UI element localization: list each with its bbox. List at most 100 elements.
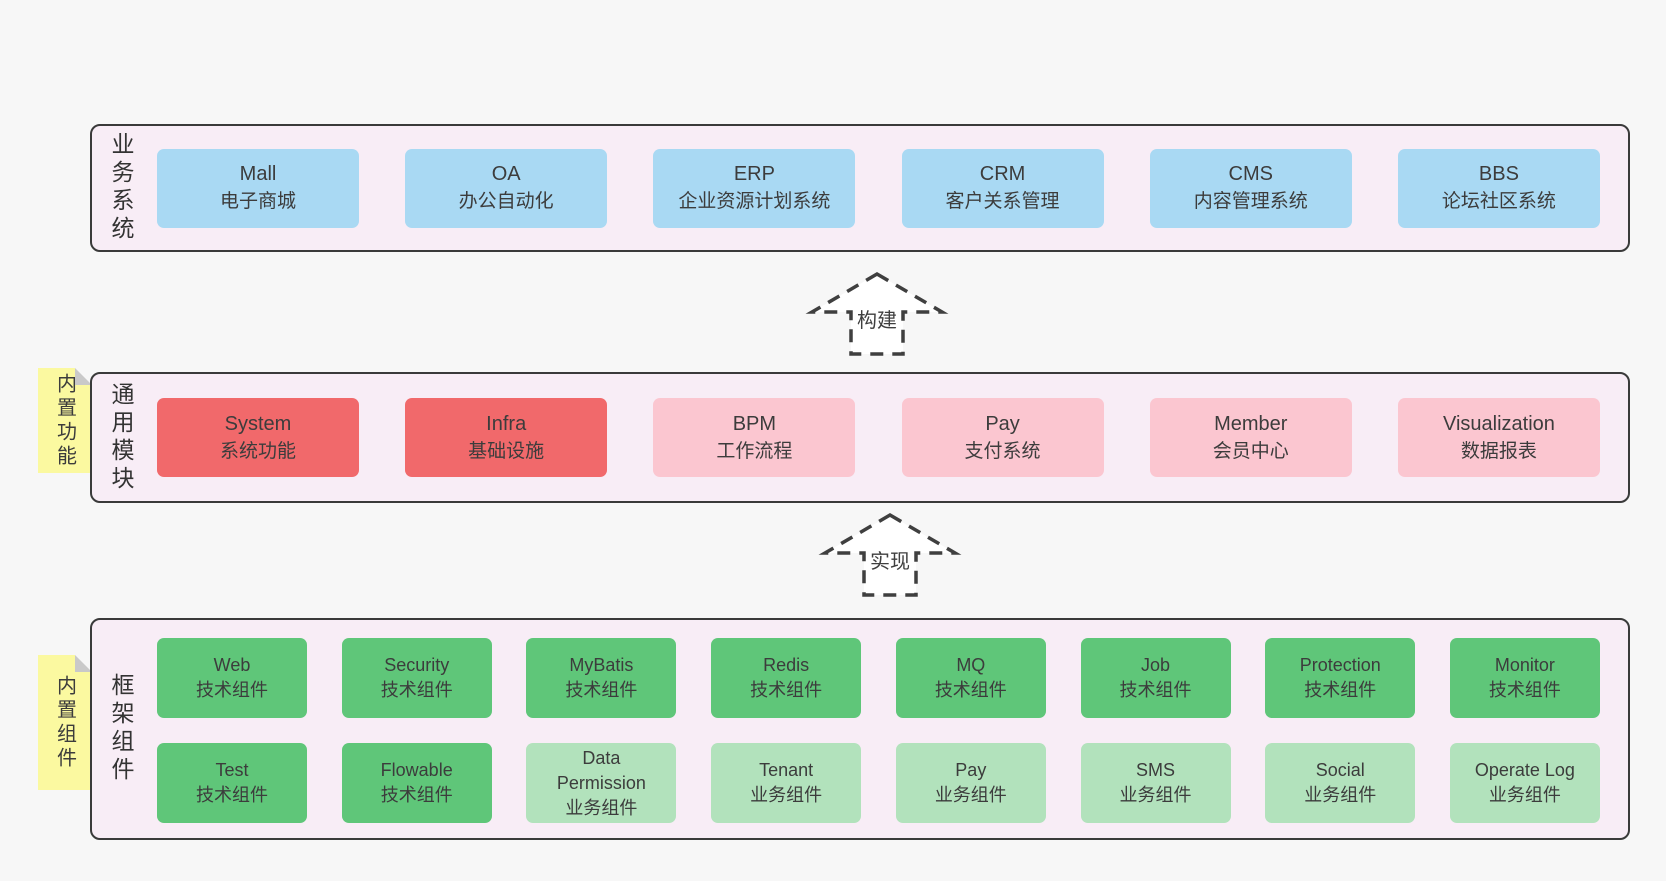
node-test: Test 技术组件: [157, 743, 307, 823]
node-desc: 技术组件: [565, 680, 638, 700]
node-desc: 技术组件: [380, 680, 453, 700]
node-desc: 技术组件: [934, 680, 1007, 700]
node-name: Data Permission: [556, 747, 646, 793]
node-cms: CMS 内容管理系统: [1149, 148, 1352, 228]
node-monitor: Monitor 技术组件: [1449, 638, 1600, 718]
node-social: Social 业务组件: [1265, 743, 1416, 823]
node-desc: 业务组件: [1119, 785, 1192, 805]
band-framework-row1: Web 技术组件 Security 技术组件 MyBatis 技术组件 Redi…: [157, 638, 1600, 718]
node-name: MQ: [956, 655, 986, 675]
node-desc: 业务组件: [1488, 785, 1561, 805]
node-desc: 论坛社区系统: [1441, 191, 1556, 212]
band-business-label: 业务系统: [100, 126, 142, 250]
node-name: Test: [215, 760, 249, 780]
node-pay: Pay 支付系统: [901, 398, 1104, 477]
node-erp: ERP 企业资源计划系统: [653, 148, 856, 228]
node-name: BBS: [1478, 163, 1519, 185]
node-mq: MQ 技术组件: [895, 638, 1046, 718]
node-name: System: [224, 412, 292, 435]
node-name: Pay: [955, 760, 987, 780]
band-framework-row2: Test 技术组件 Flowable 技术组件 Data Permission …: [157, 743, 1600, 823]
node-desc: 技术组件: [1488, 680, 1561, 700]
node-data-permission: Data Permission 业务组件: [526, 743, 677, 823]
node-name: CMS: [1228, 163, 1273, 185]
node-name: Member: [1214, 412, 1288, 435]
node-name: Web: [213, 655, 251, 675]
node-name: Mall: [239, 163, 277, 185]
node-desc: 企业资源计划系统: [678, 191, 831, 212]
node-infra: Infra 基础设施: [405, 398, 608, 477]
node-desc: 电子商城: [219, 191, 296, 212]
band-framework-components: 框架组件 Web 技术组件 Security 技术组件 MyBatis 技术组件…: [90, 618, 1630, 840]
node-name: Security: [384, 655, 450, 675]
node-sms: SMS 业务组件: [1080, 743, 1231, 823]
sticky-note-label: 内置组件: [53, 674, 76, 771]
node-protection: Protection 技术组件: [1265, 638, 1416, 718]
node-desc: 业务组件: [565, 797, 638, 818]
node-desc: 业务组件: [1304, 785, 1377, 805]
node-desc: 技术组件: [1119, 680, 1192, 700]
node-name: BPM: [732, 412, 777, 435]
node-desc: 基础设施: [468, 440, 545, 462]
node-desc: 支付系统: [964, 440, 1041, 462]
node-desc: 技术组件: [196, 785, 268, 805]
node-name: Protection: [1299, 655, 1381, 675]
node-redis: Redis 技术组件: [711, 638, 862, 718]
band-modules-boxes: System 系统功能 Infra 基础设施 BPM 工作流程 Pay 支付系统…: [157, 374, 1600, 501]
band-business-systems: 业务系统 Mall 电子商城 OA 办公自动化 ERP 企业资源计划系统 CRM…: [90, 124, 1630, 252]
node-desc: 技术组件: [750, 680, 823, 700]
node-name: Redis: [763, 655, 810, 675]
node-bpm: BPM 工作流程: [653, 398, 856, 477]
node-security: Security 技术组件: [341, 638, 492, 718]
node-name: Pay: [985, 412, 1020, 435]
node-operate-log: Operate Log 业务组件: [1449, 743, 1600, 823]
node-name: Operate Log: [1474, 760, 1575, 780]
node-crm: CRM 客户关系管理: [901, 148, 1104, 228]
sticky-note-label: 内置功能: [53, 372, 76, 469]
node-job: Job 技术组件: [1080, 638, 1231, 718]
node-name: ERP: [733, 163, 775, 185]
arrow-implement-label: 实现: [867, 549, 913, 576]
sticky-note-built-in-components: 内置组件: [38, 655, 92, 790]
node-name: Job: [1141, 655, 1171, 675]
band-common-modules: 通用模块 System 系统功能 Infra 基础设施 BPM 工作流程 Pay…: [90, 372, 1630, 503]
node-name: Social: [1315, 760, 1365, 780]
node-desc: 会员中心: [1212, 440, 1289, 462]
node-name: Infra: [486, 412, 527, 435]
node-tenant: Tenant 业务组件: [711, 743, 862, 823]
node-member: Member 会员中心: [1149, 398, 1352, 477]
node-desc: 技术组件: [196, 680, 268, 700]
node-desc: 数据报表: [1460, 440, 1537, 462]
node-desc: 技术组件: [380, 785, 453, 805]
node-name: CRM: [979, 163, 1026, 185]
node-desc: 业务组件: [750, 785, 823, 805]
node-desc: 客户关系管理: [945, 191, 1060, 212]
node-name: OA: [491, 163, 521, 185]
node-mall: Mall 电子商城: [157, 148, 359, 228]
band-label-text: 业务系统: [108, 132, 134, 244]
node-bbs: BBS 论坛社区系统: [1397, 148, 1600, 228]
node-web: Web 技术组件: [157, 638, 307, 718]
node-name: Monitor: [1494, 655, 1555, 675]
node-mybatis: MyBatis 技术组件: [526, 638, 677, 718]
band-label-text: 通用模块: [108, 381, 134, 494]
node-desc: 技术组件: [1304, 680, 1377, 700]
node-name: SMS: [1136, 760, 1176, 780]
arrow-implement: 实现: [815, 511, 965, 603]
band-framework-label: 框架组件: [100, 620, 142, 838]
node-desc: 系统功能: [219, 440, 296, 462]
band-label-text: 框架组件: [108, 673, 134, 785]
node-desc: 内容管理系统: [1193, 191, 1308, 212]
arrow-build-label: 构建: [854, 308, 900, 335]
node-name: MyBatis: [569, 655, 634, 675]
node-desc: 办公自动化: [458, 191, 554, 212]
node-visualization: Visualization 数据报表: [1397, 398, 1600, 477]
node-system: System 系统功能: [157, 398, 359, 477]
node-name: Visualization: [1442, 412, 1555, 435]
node-desc: 业务组件: [934, 785, 1007, 805]
node-name: Flowable: [380, 760, 453, 780]
arrow-build: 构建: [802, 270, 952, 362]
sticky-note-built-in-features: 内置功能: [38, 368, 92, 473]
node-desc: 工作流程: [716, 440, 793, 462]
